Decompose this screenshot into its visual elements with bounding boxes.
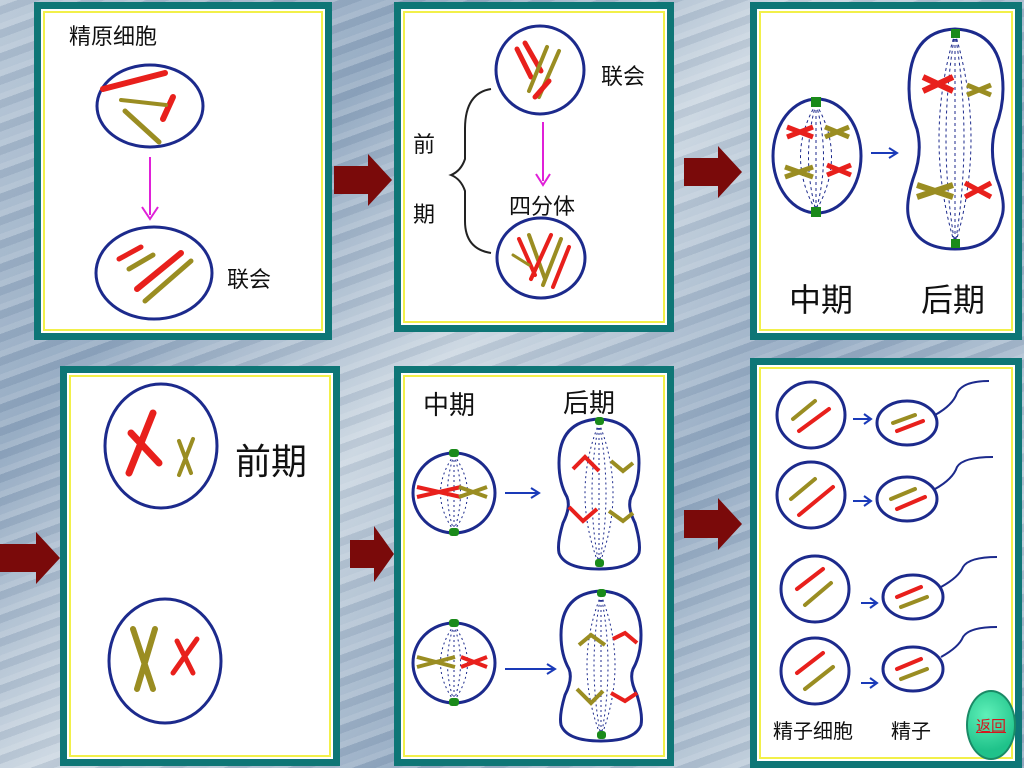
prophase-illustration [448,24,587,300]
label-anaphase-two: 后期 [563,389,616,419]
panel-inner-border [759,11,1013,331]
panel-meiosis-two: 中期 后期 [394,366,674,766]
big-right-arrow-icon [334,154,392,206]
label-tetrad: 四分体 [509,195,576,220]
spermatid-row-4 [779,626,998,706]
big-right-arrow-icon [684,498,742,550]
panel-spermatogonium: 精原细胞 联会 [34,2,332,340]
meiosis-one-illustration [771,27,1005,251]
big-right-arrow-icon [0,532,60,584]
meiosis-two-illustration [411,417,643,743]
spermatid-row-3 [779,554,998,624]
label-spermatogonium: 精原细胞 [69,25,158,50]
back-button-label[interactable]: 返回 [975,716,1006,735]
label-prophase-char2: 期 [413,203,436,228]
big-right-arrow-icon [684,146,742,198]
back-button[interactable]: 返回 [966,690,1016,760]
label-metaphase-two: 中期 [423,391,476,421]
panel-prophase-detail: 前 期 联会 四分体 [394,2,674,332]
panel-meiosis-one: 中期 后期 [750,2,1022,340]
panel-inner-border [403,375,665,757]
label-synapsis: 联会 [601,65,646,90]
label-prophase-char1: 前 [413,133,436,158]
spermatids-illustration [775,380,998,706]
spermatid-row-1 [775,380,990,450]
big-right-arrow-icon [350,526,394,582]
label-sperm: 精子 [891,719,931,743]
label-prophase-two: 前期 [235,442,308,483]
spermatogonium-illustration [94,63,214,321]
label-anaphase-one: 后期 [921,281,986,319]
panel-prophase-two: 前期 [60,366,340,766]
panel-inner-border [43,11,323,331]
label-spermatid: 精子细胞 [773,719,853,743]
label-synapsis: 联会 [227,268,272,293]
spermatid-row-2 [775,456,994,530]
panel-inner-border [403,11,665,323]
prophase-two-illustration [103,382,223,725]
label-metaphase-one: 中期 [789,281,854,319]
panel-inner-border [759,367,1013,759]
panel-inner-border [69,375,331,757]
